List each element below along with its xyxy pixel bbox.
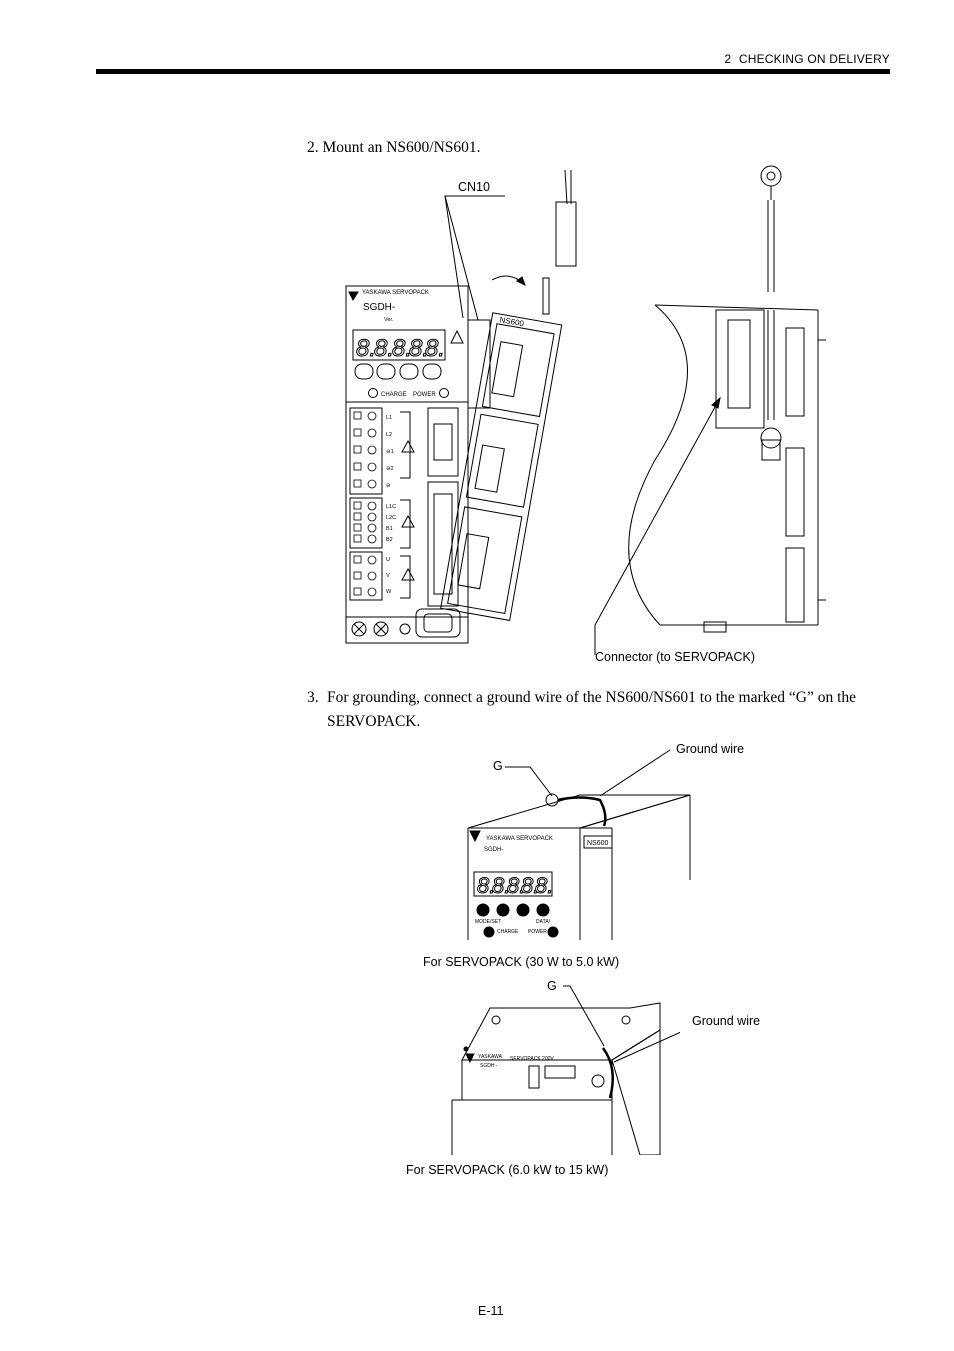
data-label: DATA/ [536, 919, 551, 925]
figure-caption: For SERVOPACK (30 W to 5.0 kW) [423, 955, 620, 969]
figure-ground-small: YASKAWA SERVOPACK SGDH- NS600 8.8.8.8.8.… [467, 749, 691, 940]
brand-text: YASKAWA [478, 1054, 503, 1060]
cn10-label: CN10 [458, 180, 490, 194]
terminal-label: B2 [386, 537, 393, 543]
servopack-brand-text: YASKAWA SERVOPACK [362, 290, 429, 296]
terminal-label: ⊖1 [386, 449, 394, 455]
power-label: POWER [528, 929, 547, 935]
svg-text:8.: 8. [409, 335, 429, 362]
figure-caption: For SERVOPACK (6.0 kW to 15 kW) [406, 1163, 609, 1177]
ns600-label: NS600 [587, 840, 609, 847]
figure-mount-ns600: YASKAWA SERVOPACK SGDH- Ver. 8.8.8.8.8. … [345, 165, 826, 655]
terminal-label: L1 [386, 415, 392, 421]
svg-text:8.: 8. [492, 873, 510, 898]
ns600-label: NS600 [499, 315, 525, 328]
servopack-model-text: SGDH- [363, 302, 395, 313]
terminal-label: W [386, 589, 392, 595]
terminal-label: V [386, 573, 390, 579]
svg-text:8.: 8. [374, 335, 394, 362]
cn10-cable [491, 169, 577, 315]
ver-label: Ver. [384, 317, 394, 323]
svg-text:8.: 8. [535, 873, 553, 898]
terminal-label: U [386, 557, 390, 563]
cn10-leader [444, 195, 505, 321]
svg-text:8.: 8. [521, 873, 539, 898]
connector-leader [594, 397, 721, 655]
mode-set-label: MODE/SET [475, 919, 501, 925]
svg-text:8.: 8. [425, 335, 445, 362]
svg-text:8.: 8. [392, 335, 412, 362]
step-3-number: 3. [307, 689, 319, 706]
connector-label: Connector (to SERVOPACK) [595, 650, 756, 664]
charge-label: CHARGE [497, 929, 519, 935]
servopack-text: SERVOPACK 200V [510, 1056, 554, 1062]
page-number: E-11 [478, 1304, 504, 1318]
terminal-label: L2C [386, 515, 396, 521]
section-title: CHECKING ON DELIVERY [738, 52, 890, 66]
svg-text:8.: 8. [507, 873, 525, 898]
step-2-text: 2. Mount an NS600/NS601. [307, 139, 481, 156]
brand-text: YASKAWA SERVOPACK [486, 836, 553, 842]
terminal-label: ⊖ [386, 483, 391, 489]
model-text: SGDH - [480, 1063, 498, 1069]
svg-text:8.: 8. [477, 873, 495, 898]
figure-ground-large: YASKAWA SGDH - SERVOPACK 200V [451, 985, 680, 1155]
g-label: G [493, 759, 503, 773]
ns600-module: NS600 [440, 312, 563, 621]
servopack-front-panel: YASKAWA SERVOPACK SGDH- Ver. 8.8.8.8.8. … [345, 285, 491, 644]
g-label: G [547, 979, 557, 993]
seven-segment-display [352, 329, 446, 361]
terminal-label: B1 [386, 526, 393, 532]
step-3-body: For grounding, connect a ground wire of … [327, 689, 857, 730]
terminal-label: L2 [386, 432, 392, 438]
svg-text:8.: 8. [356, 335, 376, 362]
charge-label: CHARGE [381, 392, 407, 398]
terminal-label: ⊖2 [386, 466, 394, 472]
power-label: POWER [413, 392, 436, 398]
step-3-text: 3. For grounding, connect a ground wire … [307, 686, 887, 734]
model-text: SGDH- [484, 847, 503, 853]
terminal-label: L1C [386, 504, 396, 510]
running-header: 2 CHECKING ON DELIVERY [724, 52, 890, 66]
ns600-side-view [628, 165, 826, 633]
section-number: 2 [724, 52, 732, 66]
ground-wire-label: Ground wire [692, 1014, 761, 1028]
header-rule [96, 69, 890, 74]
ground-wire-label: Ground wire [676, 742, 745, 756]
